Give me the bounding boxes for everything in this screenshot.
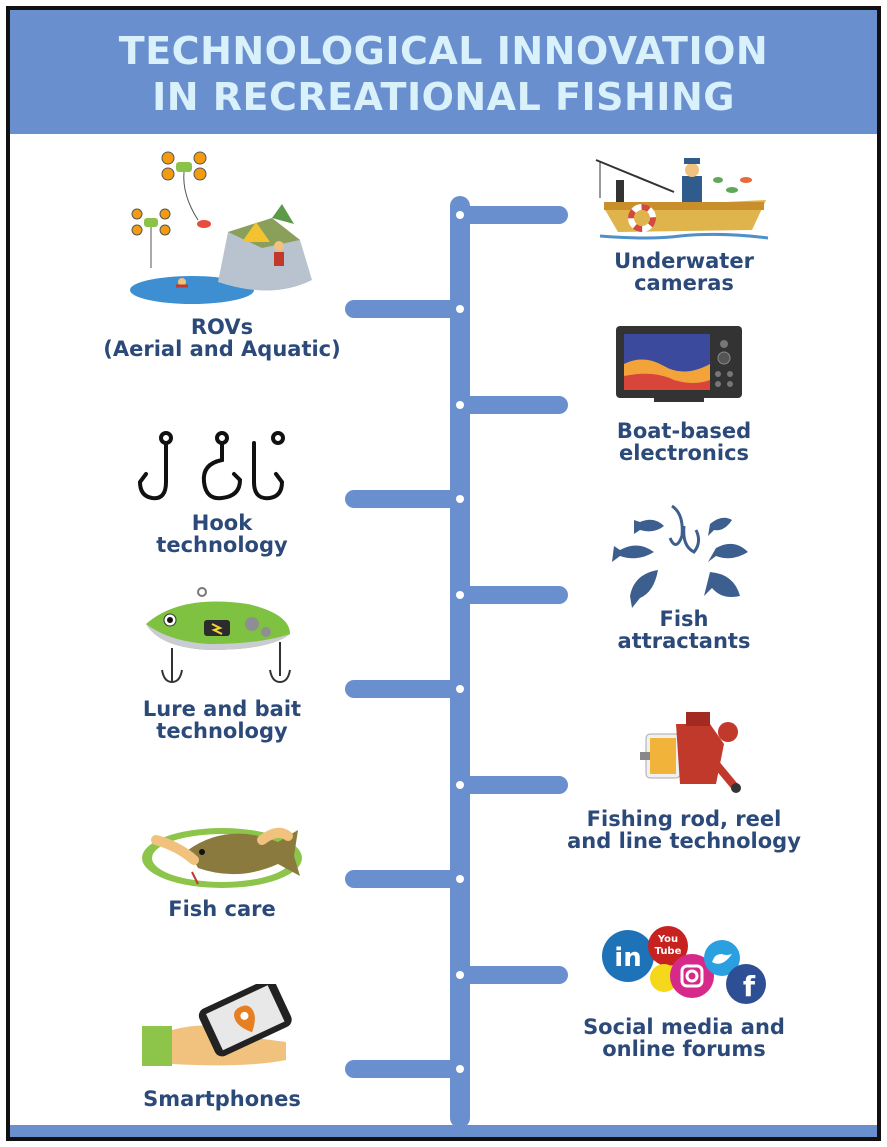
label-lure: Lure and bait technology [102, 698, 342, 742]
label-lure-line2: technology [156, 719, 288, 743]
header-banner: TECHNOLOGICAL INNOVATION IN RECREATIONAL… [10, 10, 877, 134]
node-dot [456, 781, 464, 789]
infographic-frame: TECHNOLOGICAL INNOVATION IN RECREATIONAL… [6, 6, 881, 1141]
label-smartphones: Smartphones [102, 1088, 342, 1110]
branch-right-electronics [456, 396, 568, 414]
branch-left-hook [345, 490, 465, 508]
label-hook-line1: Hook [191, 511, 253, 535]
node-dot [456, 591, 464, 599]
node-dot [456, 971, 464, 979]
branch-left-fishcare [345, 870, 465, 888]
label-lure-line1: Lure and bait [142, 697, 302, 721]
label-hook: Hook technology [102, 512, 342, 556]
node-dot [456, 1065, 464, 1073]
label-cameras-line1: Underwater [614, 249, 754, 273]
label-cameras: Underwater cameras [564, 250, 804, 294]
fishing-lure-icon [146, 587, 291, 684]
node-dot [456, 401, 464, 409]
page-title: TECHNOLOGICAL INNOVATION IN RECREATIONAL… [10, 28, 877, 120]
label-electronics-line1: Boat-based [616, 419, 752, 443]
node-dot [456, 305, 464, 313]
label-social: Social media and online forums [564, 1016, 804, 1060]
title-line-2: IN RECREATIONAL FISHING [152, 75, 735, 119]
label-rovs-line2: (Aerial and Aquatic) [103, 337, 341, 361]
title-line-1: TECHNOLOGICAL INNOVATION [118, 29, 769, 73]
label-attractants-line2: attractants [617, 629, 751, 653]
node-dot [456, 875, 464, 883]
branch-right-rod [456, 776, 568, 794]
branch-left-lure [345, 680, 465, 698]
youtube-icon-bottom: Tube [655, 946, 682, 957]
linkedin-icon: in [614, 943, 641, 973]
fish-care-icon [142, 827, 302, 888]
fish-finder-screen-icon [616, 326, 742, 402]
fish-attractant-icon [612, 504, 748, 608]
label-electronics: Boat-based electronics [564, 420, 804, 464]
label-rovs: ROVs (Aerial and Aquatic) [102, 316, 342, 360]
node-dot [456, 685, 464, 693]
label-smartphones-line1: Smartphones [143, 1087, 301, 1111]
smartphone-icon [142, 984, 292, 1066]
label-fishcare: Fish care [102, 898, 342, 920]
label-electronics-line2: electronics [618, 441, 750, 465]
label-attractants-line1: Fish [659, 607, 709, 631]
social-media-icons: in You Tube f [602, 926, 766, 1004]
label-cameras-line2: cameras [634, 271, 734, 295]
youtube-icon-top: You [657, 934, 678, 945]
label-rod-line2: and line technology [567, 829, 801, 853]
branch-right-attractants [456, 586, 568, 604]
footer-bar [10, 1125, 877, 1137]
node-dot [456, 211, 464, 219]
facebook-icon: f [743, 970, 756, 1003]
label-social-line2: online forums [602, 1037, 766, 1061]
branch-left-smartphones [345, 1060, 465, 1078]
fishing-hooks-icon [137, 431, 285, 501]
fishing-boat-camera-icon [595, 158, 769, 240]
node-dot [456, 495, 464, 503]
branch-right-social [456, 966, 568, 984]
label-rod: Fishing rod, reel and line technology [544, 808, 824, 852]
label-attractants: Fish attractants [564, 608, 804, 652]
label-hook-line2: technology [156, 533, 288, 557]
label-social-line1: Social media and [583, 1015, 785, 1039]
spinning-reel-icon [640, 712, 741, 793]
label-fishcare-line1: Fish care [168, 897, 276, 921]
timeline-spine [450, 196, 470, 1128]
drone-rov-icon [130, 151, 312, 304]
branch-left-rovs [345, 300, 465, 318]
branch-right-cameras [456, 206, 568, 224]
label-rovs-line1: ROVs [190, 315, 254, 339]
label-rod-line1: Fishing rod, reel [586, 807, 782, 831]
